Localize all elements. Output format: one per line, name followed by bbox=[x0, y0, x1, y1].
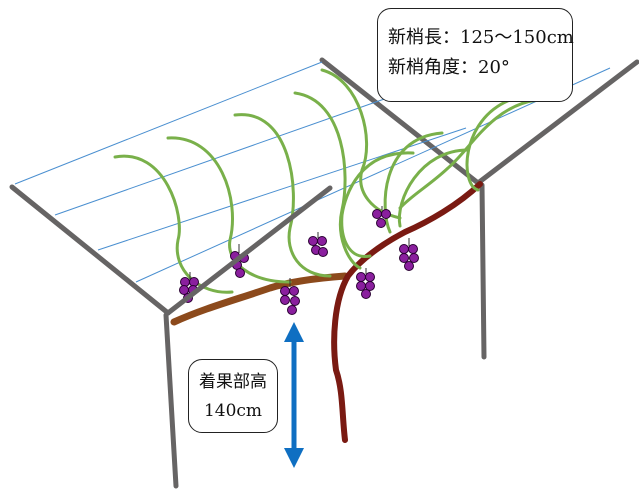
fruiting-height-value: 140cm bbox=[203, 401, 263, 421]
grape-cluster-5 bbox=[356, 268, 375, 299]
height-arrow bbox=[284, 322, 304, 468]
cordon-arm bbox=[170, 272, 349, 326]
trellis-wires bbox=[14, 61, 611, 283]
shoot-length-text: 新梢長：125～150cm bbox=[388, 27, 574, 48]
shoot-angle-text: 新梢角度：20° bbox=[388, 57, 510, 78]
grape-cluster-3 bbox=[280, 278, 300, 315]
grape-cluster-6 bbox=[372, 206, 391, 228]
front-frame bbox=[9, 184, 333, 489]
shoot-spec-callout: 新梢長：125～150cm 新梢角度：20° bbox=[377, 8, 574, 102]
grape-cluster-4 bbox=[308, 232, 328, 257]
grape-cluster-7 bbox=[399, 238, 419, 271]
grape-clusters bbox=[179, 206, 419, 315]
fruiting-height-label: 着果部高 bbox=[199, 372, 267, 392]
new-shoots bbox=[113, 68, 540, 294]
vine-trunk bbox=[331, 181, 483, 443]
fruiting-height-callout: 着果部高 140cm bbox=[188, 359, 278, 433]
